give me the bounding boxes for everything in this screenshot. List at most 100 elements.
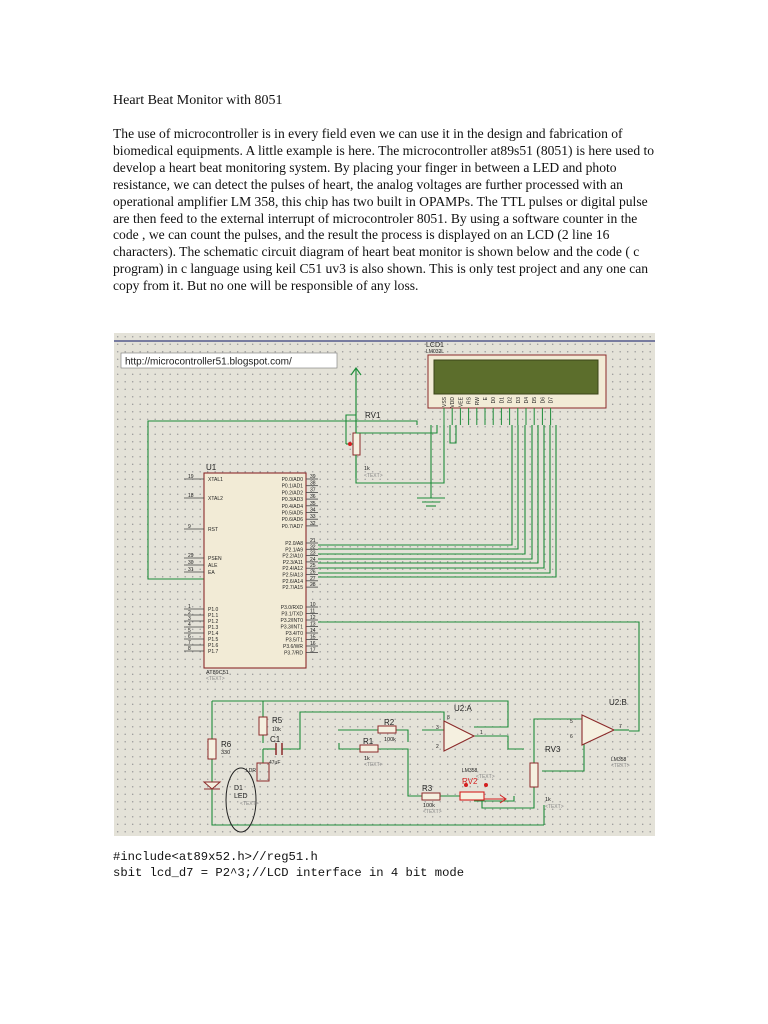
u1-pin-number: 5 <box>188 628 191 634</box>
lcd-pin-label: RW <box>475 397 481 406</box>
u1-pin-number: 32 <box>310 521 316 527</box>
rv3-text: <TEXT> <box>545 804 564 810</box>
u1-pin-number: 18 <box>188 493 194 499</box>
u1-pin-label: P2.0/A8 <box>285 541 303 547</box>
u1-pin-number: 9 <box>188 524 191 530</box>
u1-pin-label: P3.2/INT0 <box>280 618 303 624</box>
lcd-pin-label: E <box>483 396 489 400</box>
rv3-ref: RV3 <box>545 745 561 754</box>
r3-text: <TEXT> <box>423 809 442 815</box>
r1-value: 1k <box>364 756 370 762</box>
u2b-pin-plus: 5 <box>570 719 573 725</box>
rv3-value: 1k <box>545 797 551 803</box>
u1-pin-number: 27 <box>310 576 316 582</box>
u1-pin-number: 36 <box>310 494 316 500</box>
u1-pin-number: 2 <box>188 610 191 616</box>
u1-pin-label: P0.7/AD7 <box>282 524 304 530</box>
rv2-probe-dot-b <box>484 783 488 787</box>
r1-ref: R1 <box>363 737 374 746</box>
d1-led-icon <box>202 781 222 790</box>
u1-pin-number: 23 <box>310 551 316 557</box>
url-banner-box <box>120 352 338 369</box>
u1-pin-number: 30 <box>188 560 194 566</box>
r2-value: 100k <box>384 737 396 743</box>
u1-pin-label: P3.7/RD <box>284 651 303 657</box>
u1-pin-label: ALE <box>208 563 218 569</box>
u1-pin-label: P2.2/A10 <box>282 554 303 560</box>
d1-text: <TEXT> <box>240 801 259 807</box>
circuit-schematic: http://microcontroller51.blogspot.com/ L… <box>114 333 655 836</box>
r3-body <box>421 792 441 801</box>
r5-body <box>258 716 268 736</box>
u1-pin-number: 13 <box>310 622 316 628</box>
u1-pin-label: P0.2/AD2 <box>282 490 304 496</box>
u1-pin-number: 17 <box>310 648 316 654</box>
u1-pin-number: 38 <box>310 481 316 487</box>
lcd-pin-label: D6 <box>540 397 546 404</box>
u1-pin-number: 11 <box>310 609 315 615</box>
u2a-pin-plus: 3 <box>436 725 439 731</box>
code-line-include: #include<at89x52.h>//reg51.h <box>113 850 318 864</box>
u1-pin-label: P2.1/A9 <box>285 547 303 553</box>
u1-pin-label: P2.7/A15 <box>282 585 303 591</box>
r3-value: 100k <box>423 803 435 809</box>
u2b-text: <TEXT> <box>611 763 630 769</box>
u1-pin-label: P0.3/AD3 <box>282 497 304 503</box>
u1-pin-label: P1.2 <box>208 619 219 625</box>
rv2-text: <TEXT> <box>476 774 495 780</box>
lcd-screen <box>433 359 599 395</box>
u1-pin-number: 14 <box>310 628 316 634</box>
u2b-part: LM358 <box>611 757 627 763</box>
u1-pin-label: P3.4/T0 <box>285 631 303 637</box>
u1-pin-label: P1.4 <box>208 631 219 637</box>
document-title: Heart Beat Monitor with 8051 <box>113 93 283 108</box>
r6-value: 330 <box>221 750 230 756</box>
u1-pin-number: 12 <box>310 615 316 621</box>
intro-paragraph: The use of microcontroller is in every f… <box>113 126 655 294</box>
code-line-sbit: sbit lcd_d7 = P2^3;//LCD interface in 4 … <box>113 865 465 880</box>
u1-pin-label: P3.5/T1 <box>285 638 303 644</box>
lcd-part: LM032L <box>426 349 444 355</box>
ldr-label: LDR <box>246 768 256 774</box>
u2b-pin-out: 7 <box>619 724 622 730</box>
u1-pin-label: P0.4/AD4 <box>282 504 304 510</box>
u2a-opamp-body <box>443 720 476 752</box>
u1-pin-number: 37 <box>310 487 316 493</box>
lcd-pin-label: D1 <box>499 397 505 404</box>
d1-sub: LED <box>234 793 248 800</box>
r1-text: <TEXT> <box>364 762 383 768</box>
rv2-ref: RV2 <box>462 777 478 786</box>
u1-pin-number: 31 <box>188 567 194 573</box>
u2a-pin-v: 8 <box>447 715 450 721</box>
r2-body <box>377 725 397 734</box>
u1-pin-label: P3.1/TXD <box>281 612 303 618</box>
rv1-body <box>352 432 361 456</box>
u1-pin-label: P3.0/RXD <box>281 605 304 611</box>
u1-pin-number: 39 <box>310 474 316 480</box>
u1-pin-number: 35 <box>310 501 316 507</box>
rv1-value: 1k <box>364 466 370 472</box>
rv1-ref: RV1 <box>365 411 381 420</box>
lcd-pin-label: VSS <box>442 396 448 407</box>
u1-pin-label: P2.6/A14 <box>282 579 303 585</box>
u1-pin-number: 8 <box>188 646 191 652</box>
u1-pin-number: 29 <box>188 553 194 559</box>
lcd-pin-label: D7 <box>549 397 555 404</box>
u1-pin-number: 28 <box>310 582 316 588</box>
u2b-opamp-body <box>581 714 616 746</box>
u1-pin-label: P0.0/AD0 <box>282 477 304 483</box>
ldr-body <box>256 762 270 782</box>
lcd-pin-label: D2 <box>508 397 514 404</box>
r1-body <box>359 744 379 753</box>
c1-value: 47uF <box>269 760 280 766</box>
lcd-pin-label: VEE <box>458 396 464 407</box>
u2a-pin-out: 1 <box>480 730 483 736</box>
u1-pin-label: P3.3/INT1 <box>280 625 303 631</box>
u1-pin-label: P1.6 <box>208 643 219 649</box>
u2b-pin-minus: 6 <box>570 734 573 740</box>
u1-pin-label: XTAL1 <box>208 477 223 483</box>
u1-pin-label: P3.6/WR <box>283 644 303 650</box>
lcd-pin-label: RS <box>467 396 473 404</box>
